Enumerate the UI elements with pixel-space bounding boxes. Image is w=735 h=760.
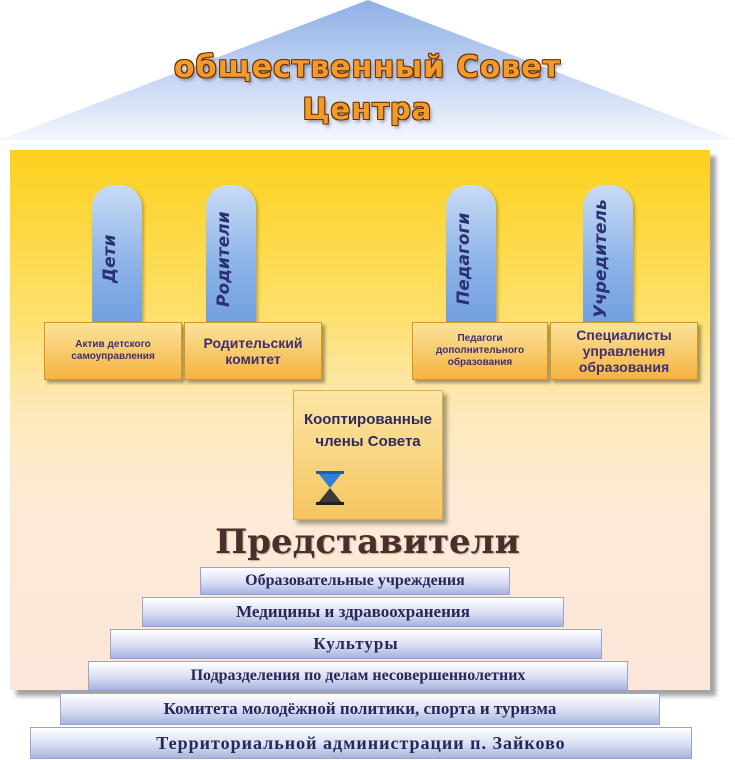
pillar-label: Педагоги bbox=[454, 212, 474, 306]
pillar-founder: Учредитель bbox=[583, 185, 633, 325]
step-medicine: Медицины и здравоохранения bbox=[142, 597, 564, 627]
pillar-children: Дети bbox=[92, 185, 142, 325]
step-culture: Культуры bbox=[110, 629, 602, 659]
group-box-founder: Специалисты управления образования bbox=[550, 322, 698, 380]
hourglass-icon bbox=[316, 471, 344, 505]
council-subtitle: Центра bbox=[302, 92, 433, 126]
step-juvenile-affairs: Подразделения по делам несовершеннолетни… bbox=[88, 661, 628, 691]
step-territorial-administration: Территориальной администрации п. Зайково bbox=[30, 727, 692, 759]
step-educational-institutions: Образовательные учреждения bbox=[200, 567, 510, 595]
group-box-children: Актив детского самоуправления bbox=[44, 322, 182, 380]
coopted-label: Кооптированные члены Совета bbox=[303, 411, 433, 450]
pillar-label: Учредитель bbox=[591, 199, 611, 319]
pillar-teachers: Педагоги bbox=[446, 185, 496, 325]
group-box-teachers: Педагоги дополнительного образования bbox=[412, 322, 548, 380]
pillar-parents: Родители bbox=[206, 185, 256, 325]
representatives-title: Представители bbox=[215, 522, 520, 562]
step-youth-committee: Комитета молодёжной политики, спорта и т… bbox=[60, 693, 660, 725]
roof bbox=[0, 0, 735, 140]
group-box-parents: Родительский комитет bbox=[184, 322, 322, 380]
coopted-box: Кооптированные члены Совета bbox=[293, 390, 443, 520]
pillar-label: Родители bbox=[214, 211, 234, 307]
pillar-label: Дети bbox=[100, 234, 120, 284]
council-title: общественный Совет bbox=[174, 50, 561, 85]
